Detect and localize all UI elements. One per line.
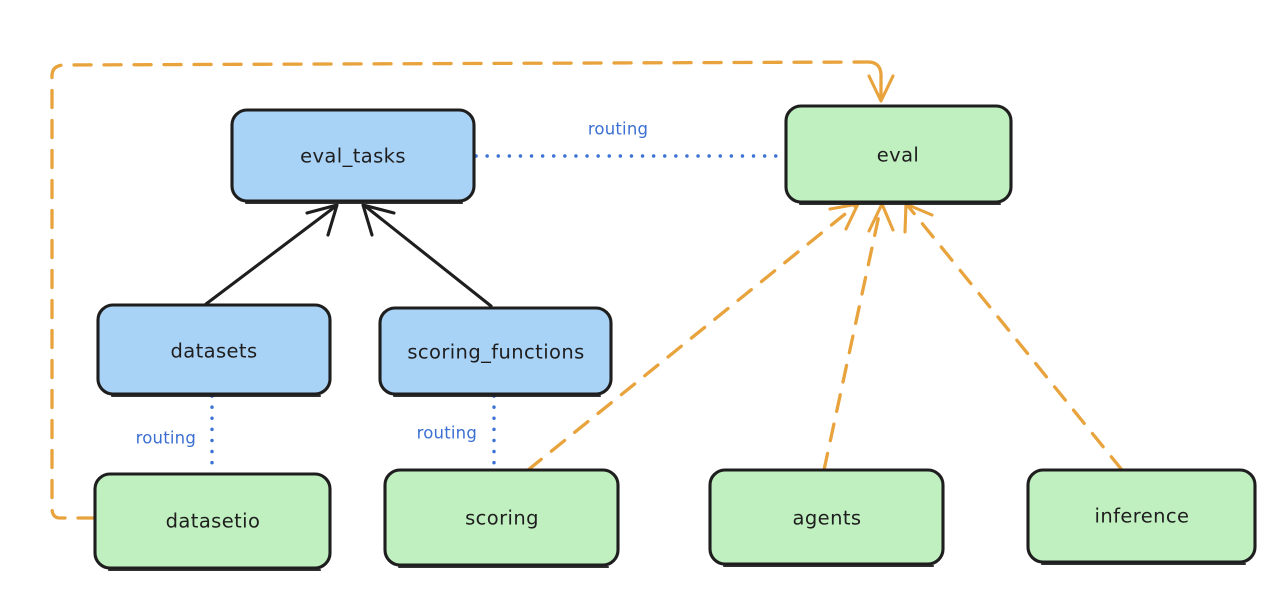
node-label-datasetio: datasetio	[166, 510, 261, 533]
dependency-edges	[50, 60, 1124, 520]
node-scoring-functions[interactable]: scoring_functions	[378, 306, 613, 398]
edge-label-routing-datasetio: routing	[136, 429, 196, 448]
routing-edges	[210, 154, 786, 474]
edge-agents-eval[interactable]	[822, 202, 895, 472]
solid-edges	[204, 203, 493, 308]
edge-inference-eval[interactable]	[903, 202, 1124, 472]
node-agents[interactable]: agents	[708, 468, 945, 568]
node-label-eval: eval	[877, 144, 920, 167]
edge-label-routing-eval: routing	[588, 120, 648, 139]
node-label-scoring-functions: scoring_functions	[407, 341, 584, 364]
node-eval[interactable]: eval	[784, 104, 1013, 206]
node-datasetio[interactable]: datasetio	[93, 472, 332, 572]
edge-scoring-functions-eval-tasks[interactable]	[361, 203, 493, 308]
node-label-datasets: datasets	[170, 340, 257, 363]
edge-datasets-eval-tasks[interactable]	[204, 203, 339, 306]
nodes: eval_tasks eval datasets scoring_functio…	[93, 104, 1257, 572]
node-datasets[interactable]: datasets	[96, 303, 332, 398]
node-scoring[interactable]: scoring	[383, 468, 620, 569]
node-label-scoring: scoring	[465, 507, 539, 530]
node-inference[interactable]: inference	[1026, 468, 1257, 566]
node-label-eval-tasks: eval_tasks	[300, 145, 406, 168]
node-label-agents: agents	[793, 507, 862, 530]
edge-datasetio-eval[interactable]	[50, 60, 895, 520]
node-eval-tasks[interactable]: eval_tasks	[230, 108, 476, 205]
edge-label-routing-scoring: routing	[417, 424, 477, 443]
node-label-inference: inference	[1095, 505, 1190, 528]
edge-labels: routing routing routing	[136, 120, 648, 448]
